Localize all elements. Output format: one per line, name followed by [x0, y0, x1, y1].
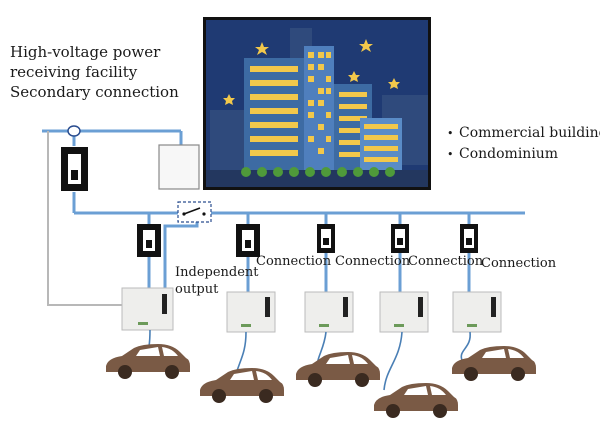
connection-label: Connection [481, 256, 557, 271]
ev-charger [304, 291, 354, 333]
branch-breaker [460, 224, 478, 253]
independent-output-line: output [175, 282, 219, 297]
independent-output-line: Independent [175, 265, 259, 280]
electric-car [296, 352, 380, 387]
branch-breaker [391, 224, 409, 253]
facility-title: High-voltage power receiving facility Se… [10, 42, 179, 102]
branch-breaker [317, 224, 335, 253]
branch-breaker [236, 224, 260, 257]
electric-car [452, 346, 536, 381]
electric-car [106, 344, 190, 379]
facility-title-line: receiving facility [10, 63, 138, 81]
sense-line [47, 131, 122, 306]
building-type-item: Condominium [447, 144, 600, 165]
electric-car [200, 368, 284, 403]
power-bus [42, 129, 525, 292]
stars [223, 39, 400, 105]
branch-breaker [137, 224, 161, 257]
ev-charger [452, 291, 502, 333]
ev-charger [121, 287, 174, 331]
switch-box [177, 201, 212, 223]
connection-label: Connection [256, 254, 332, 269]
building-illustration [203, 17, 431, 190]
connection-label: Connection [335, 254, 411, 269]
trees [241, 167, 395, 177]
building-type-item: Commercial building [447, 123, 600, 144]
current-transformer [67, 125, 81, 137]
ev-charger [226, 291, 276, 333]
connection-label: Connection [408, 254, 484, 269]
independent-output-label: Independent output [175, 264, 259, 298]
electric-car [374, 383, 458, 418]
facility-title-line: High-voltage power [10, 43, 161, 61]
facility-title-line: Secondary connection [10, 83, 179, 101]
ev-charger [379, 291, 429, 333]
distribution-panel [158, 144, 200, 190]
main-breaker [61, 147, 88, 191]
building-type-list: Commercial building Condominium [447, 123, 600, 165]
